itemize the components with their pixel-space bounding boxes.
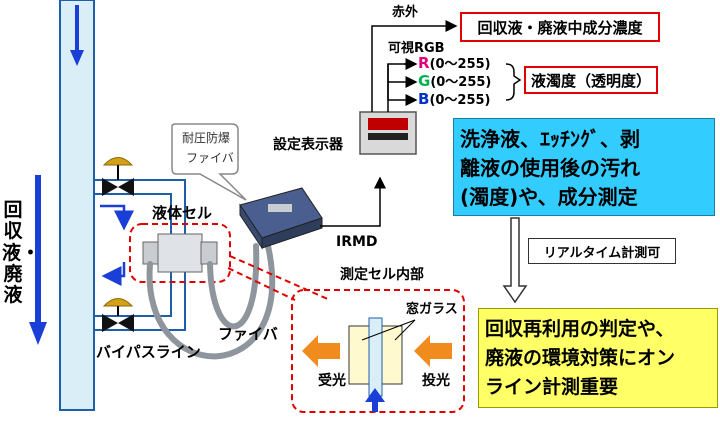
infrared-label: 赤外 bbox=[392, 5, 419, 20]
rgb-r-letter: R bbox=[418, 54, 430, 72]
cell-interior-box bbox=[291, 289, 465, 413]
realtime-down-arrow bbox=[502, 217, 528, 304]
recovery-waste-liquid-label: 回収液・廃液 bbox=[2, 199, 41, 307]
flow-arrow-top bbox=[70, 5, 84, 66]
window-glass-right bbox=[381, 325, 403, 385]
signal-lines bbox=[320, 20, 522, 227]
yellow-box-line3: ライン計測重要 bbox=[485, 376, 619, 398]
cell-flow-arrow bbox=[365, 388, 385, 412]
fiber-label: ファイバ bbox=[218, 325, 278, 343]
rgb-row-b: B(0～255) bbox=[418, 91, 491, 108]
flow-arrow-left bbox=[29, 175, 47, 345]
fiber-cable bbox=[146, 243, 276, 360]
valve-lower bbox=[102, 298, 134, 332]
cell-interior-label: 測定セル内部 bbox=[340, 267, 424, 283]
cyan-box-line3: (濁度)や、成分測定 bbox=[460, 185, 638, 209]
liquid-cell-highlight bbox=[129, 223, 231, 283]
recycle-judgement-box: 回収再利用の判定や、 廃液の環境対策にオン ライン計測重要 bbox=[478, 308, 718, 408]
bypass-flow-arrows bbox=[100, 204, 134, 286]
infrared-result-text: 回収液・廃液中成分濃度 bbox=[477, 18, 643, 37]
cyan-box-line1: 洗浄液、ｴｯﾁﾝｸﾞ、剥 bbox=[460, 127, 640, 151]
turbidity-result-text: 液濁度（透明度） bbox=[530, 71, 651, 90]
realtime-measure-text: リアルタイム計測可 bbox=[543, 245, 661, 261]
window-glass-label: 窓ガラス bbox=[406, 302, 458, 317]
visible-rgb-label: 可視RGB bbox=[388, 41, 445, 56]
rgb-g-letter: G bbox=[418, 72, 431, 90]
receive-light-label: 受光 bbox=[318, 373, 346, 389]
rgb-b-letter: B bbox=[418, 90, 430, 108]
emit-light-label: 投光 bbox=[422, 373, 450, 389]
liquid-cell-block bbox=[142, 233, 218, 273]
irmd-device bbox=[239, 187, 323, 250]
liquid-cell-label: 液体セル bbox=[152, 204, 213, 222]
rgb-row-g: G(0～255) bbox=[418, 73, 491, 90]
yellow-box-line1: 回収再利用の判定や、 bbox=[485, 318, 675, 340]
window-glass-pointers bbox=[361, 319, 416, 341]
setting-display-unit bbox=[359, 111, 417, 155]
rgb-row-r: R(0～255) bbox=[418, 55, 491, 72]
pressure-fiber-bubble bbox=[171, 123, 247, 201]
receive-light-arrow bbox=[302, 335, 340, 367]
cyan-box-line2: 離液の使用後の汚れ bbox=[460, 156, 640, 180]
main-pipe bbox=[59, 0, 95, 411]
pressure-fiber-line1: 耐圧防爆 bbox=[182, 131, 231, 145]
emit-light-arrow bbox=[414, 335, 452, 367]
window-glass-left bbox=[348, 325, 370, 385]
realtime-measure-box: リアルタイム計測可 bbox=[528, 238, 676, 264]
rgb-g-range: (0～255) bbox=[430, 75, 492, 90]
bypass-line-label: バイパスライン bbox=[96, 343, 201, 361]
valve-upper bbox=[102, 157, 134, 196]
turbidity-result-box: 液濁度（透明度） bbox=[524, 66, 658, 94]
pressure-fiber-line2: ファイバ bbox=[186, 151, 234, 165]
cell-leader-lines bbox=[227, 255, 331, 301]
setting-display-label: 設定表示器 bbox=[273, 137, 343, 153]
irmd-label: IRMD bbox=[336, 234, 378, 250]
infrared-result-box: 回収液・廃液中成分濃度 bbox=[460, 12, 660, 42]
rgb-b-range: (0～255) bbox=[429, 93, 491, 108]
rgb-r-range: (0～255) bbox=[429, 57, 491, 72]
flow-channel bbox=[368, 317, 383, 397]
cleaning-liquid-info-box: 洗浄液、ｴｯﾁﾝｸﾞ、剥 離液の使用後の汚れ (濁度)や、成分測定 bbox=[453, 118, 715, 216]
yellow-box-line2: 廃液の環境対策にオン bbox=[485, 347, 676, 369]
